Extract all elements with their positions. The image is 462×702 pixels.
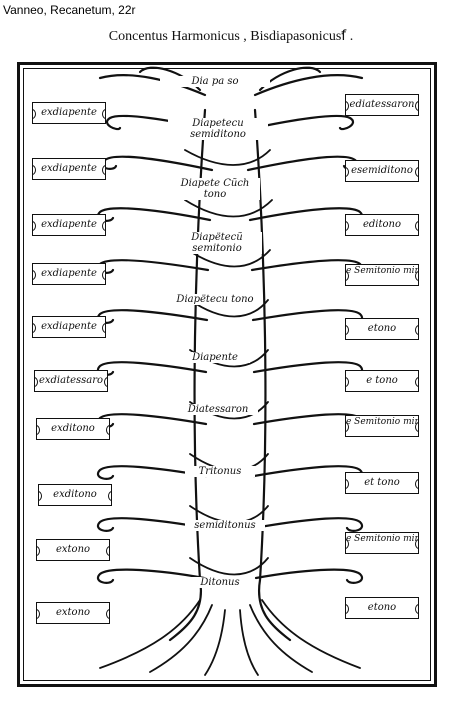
left-tablet-10: extono xyxy=(36,602,110,624)
inner-frame xyxy=(23,68,431,681)
center-label-4: Diapëtecu tono xyxy=(175,294,255,305)
outer-frame xyxy=(17,62,437,687)
center-label-9: Ditonus xyxy=(190,577,250,588)
left-tablet-8: exditono xyxy=(38,484,112,506)
woodcut-title: Concentus Harmonicus , Bisdiapasonicusẝ … xyxy=(108,29,354,44)
left-tablet-9: extono xyxy=(36,539,110,561)
left-tablet-4: exdiapente xyxy=(32,263,106,285)
center-label-1: Diapetecu semiditono xyxy=(168,118,268,140)
roots xyxy=(99,599,361,676)
center-label-8: semiditonus xyxy=(185,520,265,531)
center-label-3: Diapëtecũ semitonio xyxy=(172,232,262,254)
left-tablet-5: exdiapente xyxy=(32,316,106,338)
crossing-curves xyxy=(184,149,273,576)
left-tablet-6: exdiatessaro xyxy=(34,370,108,392)
right-tablet-1: ediatessaron xyxy=(345,94,419,116)
right-tablet-7: e Semitonio minori xyxy=(345,415,419,437)
right-tablet-8: et tono xyxy=(345,472,419,494)
right-tablet-2: esemiditono xyxy=(345,160,419,182)
right-tablet-10: etono xyxy=(345,597,419,619)
center-label-5: Diapente xyxy=(180,352,250,363)
left-tablet-3: exdiapente xyxy=(32,214,106,236)
left-tablet-2: exdiapente xyxy=(32,158,106,180)
trunk-left xyxy=(168,108,207,642)
center-label-7: Tritonus xyxy=(185,466,255,477)
right-tablet-6: e tono xyxy=(345,370,419,392)
center-label-diapason: Dia pa so xyxy=(160,76,270,87)
right-tablet-3: editono xyxy=(345,214,419,236)
source-caption: Vanneo, Recanetum, 22r xyxy=(3,3,136,17)
right-tablet-9: e Semitonio minori xyxy=(345,532,419,554)
right-tablet-5: etono xyxy=(345,318,419,340)
center-label-6: Diatessaron xyxy=(178,404,258,415)
right-tablet-4: e Semitonio minori xyxy=(345,264,419,286)
center-label-2: Diapete Cũch tono xyxy=(170,178,260,200)
left-tablet-1: exdiapente xyxy=(32,102,106,124)
trunk-right xyxy=(253,108,292,642)
left-tablet-7: exditono xyxy=(36,418,110,440)
